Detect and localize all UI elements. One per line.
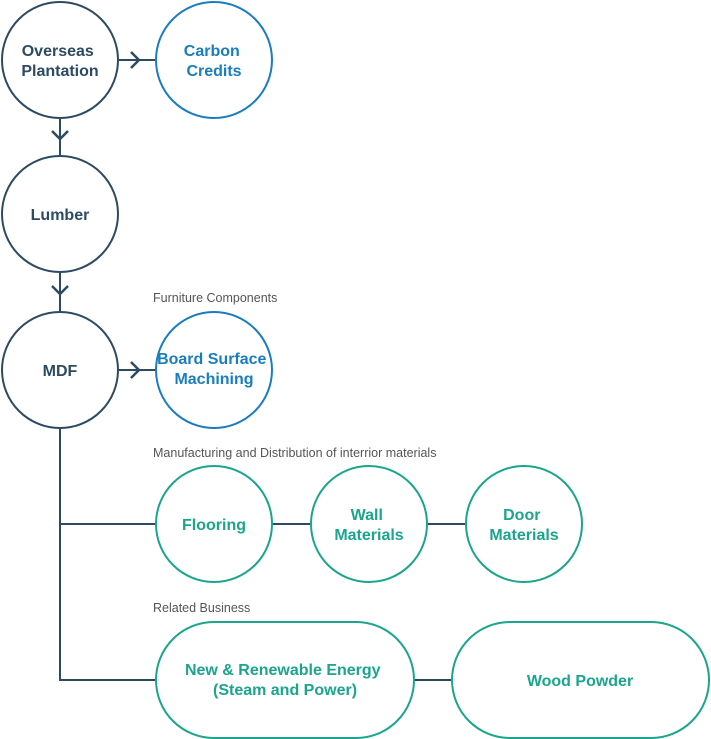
node-door-line-2: Materials: [489, 527, 558, 544]
node-board-surface-machining: Board Surface Machining: [155, 311, 273, 429]
node-wood-line-1: Wood Powder: [527, 673, 633, 690]
svg-text:Flooring: Flooring: [182, 517, 246, 534]
node-flooring: Flooring: [155, 465, 273, 583]
node-wall-line-1: Wall: [351, 507, 383, 524]
svg-text:Overseas Plantation: Overseas Plantation: [21, 43, 98, 80]
node-carbon-line-2: Credits: [186, 63, 241, 80]
node-overseas-line-2: Plantation: [21, 63, 98, 80]
node-lumber-line-1: Lumber: [31, 207, 90, 224]
node-carbon-line-1: Carbon: [184, 43, 240, 60]
node-wall-line-2: Materials: [334, 527, 403, 544]
connectors: [51, 51, 466, 681]
node-flooring-line-1: Flooring: [182, 517, 246, 534]
node-board-line-2: Machining: [174, 371, 253, 388]
node-door-materials: Door Materials: [465, 465, 583, 583]
svg-text:Wood Powder: Wood Powder: [527, 673, 633, 690]
connector-mdf-trunk: [59, 428, 156, 681]
label-related-business: Related Business: [153, 601, 250, 615]
svg-text:Wall Materials: Wall Materials: [334, 507, 403, 544]
node-overseas-line-1: Overseas: [22, 43, 94, 60]
node-wall-materials: Wall Materials: [310, 465, 428, 583]
svg-text:Door Materials: Door Materials: [489, 507, 558, 544]
node-energy-line-1: New & Renewable Energy: [185, 662, 381, 679]
arrow-lumber-mdf: [51, 285, 69, 296]
svg-text:Carbon Credits: Carbon Credits: [184, 43, 244, 80]
node-board-line-1: Board Surface: [157, 351, 266, 368]
node-carbon-credits: Carbon Credits: [155, 1, 273, 119]
svg-text:New & Renewable Energy (: New & Renewable Energy (Steam and Power): [185, 662, 385, 699]
arrow-overseas-carbon: [130, 51, 141, 69]
node-door-line-1: Door: [503, 507, 540, 524]
label-furniture-components: Furniture Components: [153, 291, 277, 305]
arrow-overseas-lumber: [51, 130, 69, 141]
svg-text:Lumber: Lumber: [31, 207, 90, 224]
node-wood-powder: Wood Powder: [451, 621, 710, 739]
node-lumber: Lumber: [1, 155, 119, 273]
svg-text:MDF: MDF: [43, 363, 78, 380]
arrow-mdf-board: [130, 361, 141, 379]
node-mdf: MDF: [1, 311, 119, 429]
node-mdf-line-1: MDF: [43, 363, 78, 380]
node-new-renewable-energy: New & Renewable Energy (Steam and Power): [155, 621, 415, 739]
svg-text:Board Surface Machining: Board Surface Machining: [157, 351, 271, 388]
label-interior-materials: Manufacturing and Distribution of interr…: [153, 446, 436, 460]
node-energy-line-2: (Steam and Power): [213, 682, 357, 699]
node-overseas-plantation: Overseas Plantation: [1, 1, 119, 119]
